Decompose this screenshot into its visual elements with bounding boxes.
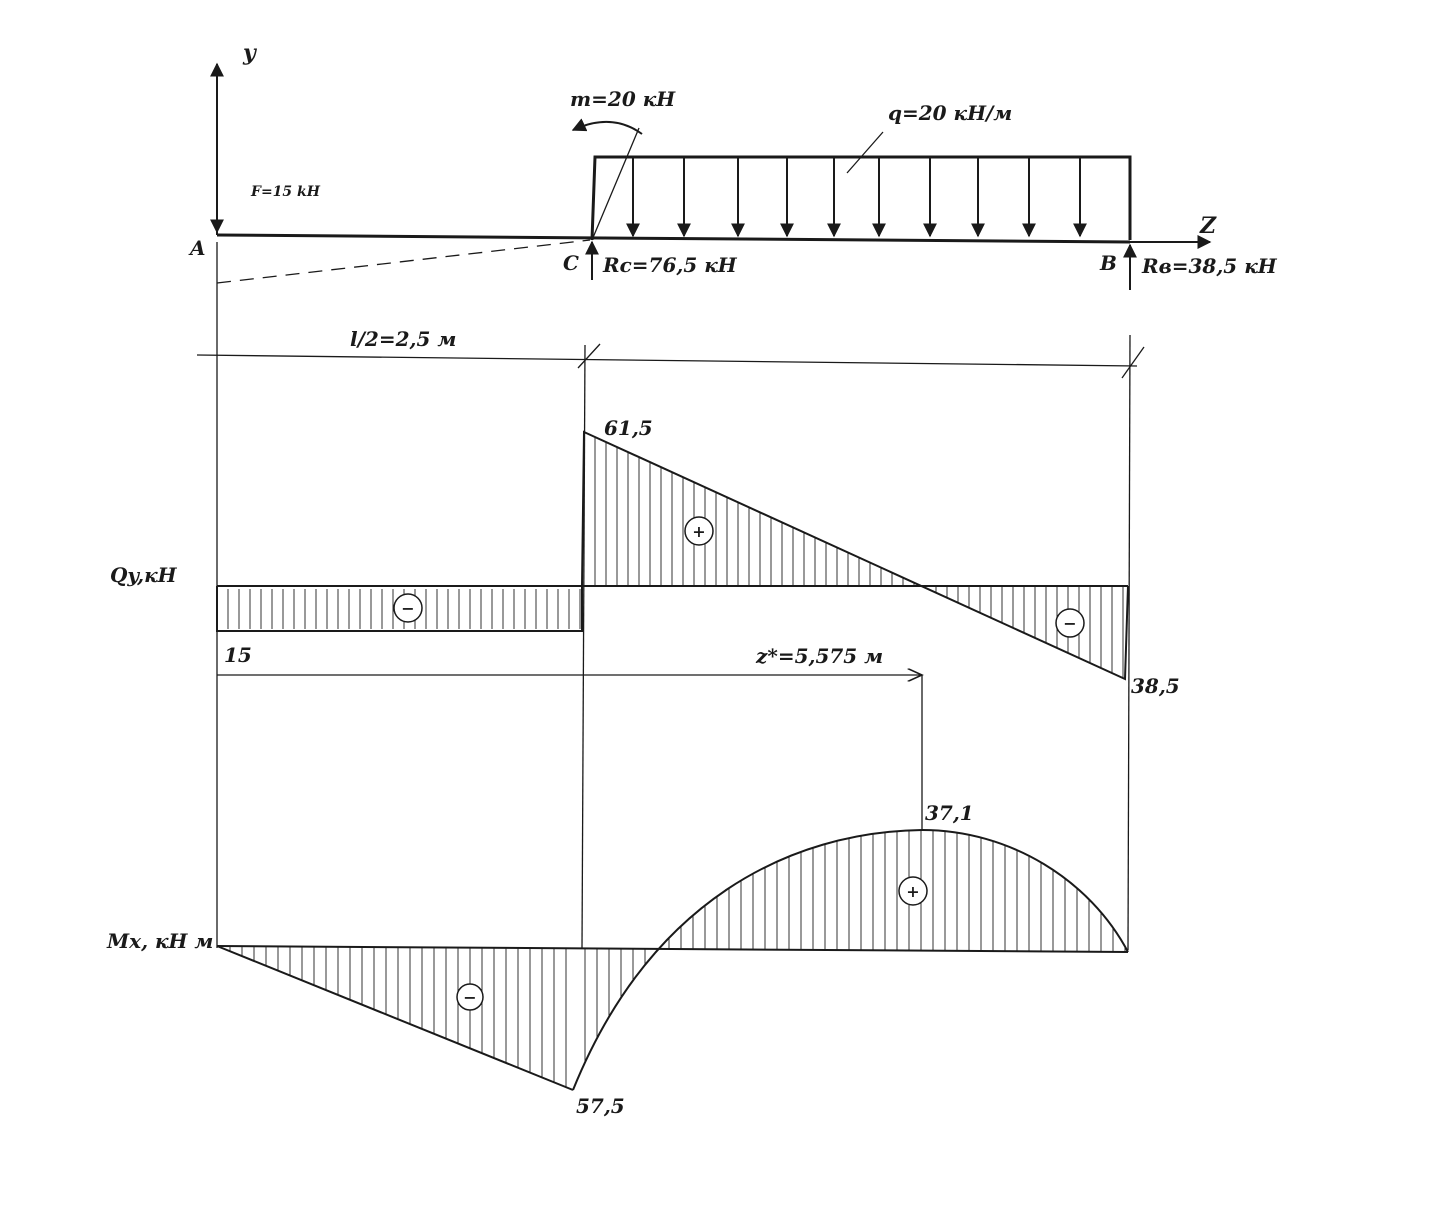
span-tick-b xyxy=(1121,346,1145,379)
distributed-load-leader xyxy=(846,131,884,174)
shear-diagram: Qy,кН 15 61,5 38,5 − + − xyxy=(110,416,1180,698)
moment-value-c: 57,5 xyxy=(576,1094,625,1118)
shear-sign-left-circle xyxy=(393,593,423,623)
shear-sign-right: − xyxy=(1063,614,1076,633)
z-axis-label: Z xyxy=(1199,213,1217,239)
shear-value-a: 15 xyxy=(224,643,252,667)
deflection-dashed-line xyxy=(216,239,591,284)
shear-hatching xyxy=(227,437,1124,679)
moment-diagram: Mx, кН м 57,5 37,1 − + xyxy=(106,801,1129,1118)
z-star-label: z*=5,575 м xyxy=(755,644,883,668)
shear-sign-middle-circle xyxy=(684,516,714,546)
shear-segment-cb xyxy=(581,430,1129,681)
moment-label: m=20 кН xyxy=(570,87,676,111)
moment-curve-cb xyxy=(572,828,1129,1091)
moment-sign-left-circle xyxy=(456,983,484,1011)
z-star-dimension: z*=5,575 м xyxy=(217,644,922,830)
dimension-lines: l/2=2,5 м xyxy=(196,327,1145,379)
moment-value-max: 37,1 xyxy=(925,801,974,825)
shear-value-b: 38,5 xyxy=(1131,674,1180,698)
moment-sign-right: + xyxy=(906,882,919,901)
reaction-b-label: Rв=38,5 кН xyxy=(1141,254,1278,278)
moment-sign-right-circle xyxy=(898,876,928,906)
point-b-label: B xyxy=(1099,251,1117,275)
shear-sign-left: − xyxy=(401,599,414,618)
reaction-c-label: Rc=76,5 кН xyxy=(602,253,738,277)
y-axis-label: y xyxy=(242,40,258,66)
moment-leader xyxy=(591,127,640,241)
beam xyxy=(216,233,1131,244)
moment-segment-ac xyxy=(216,945,574,1091)
half-span-label: l/2=2,5 м xyxy=(350,327,456,351)
shear-diagram-label: Qy,кН xyxy=(110,563,178,587)
shear-sign-middle: + xyxy=(692,522,705,541)
moment-hatching xyxy=(229,830,1126,1088)
beam-scheme: y F=15 kH Z A C B m=20 кН q=20 кН/м Rc=7… xyxy=(188,40,1278,290)
force-label: F=15 kH xyxy=(250,184,321,200)
distributed-load-frame xyxy=(590,155,1132,241)
distributed-load-label: q=20 кН/м xyxy=(888,101,1012,125)
point-a-label: A xyxy=(188,236,206,260)
moment-diagram-label: Mx, кН м xyxy=(106,929,213,953)
shear-sign-right-circle xyxy=(1055,608,1085,638)
reference-line-b xyxy=(1127,334,1131,951)
moment-sign-left: − xyxy=(463,988,476,1007)
span-dimension-line xyxy=(196,354,1138,367)
moment-baseline xyxy=(216,945,1129,953)
point-c-label: C xyxy=(563,251,579,275)
moment-arc xyxy=(571,118,643,135)
span-tick-c xyxy=(577,343,601,369)
shear-segment-ac xyxy=(216,586,583,632)
distributed-load-arrows xyxy=(626,157,1087,238)
shear-value-c: 61,5 xyxy=(604,416,653,440)
